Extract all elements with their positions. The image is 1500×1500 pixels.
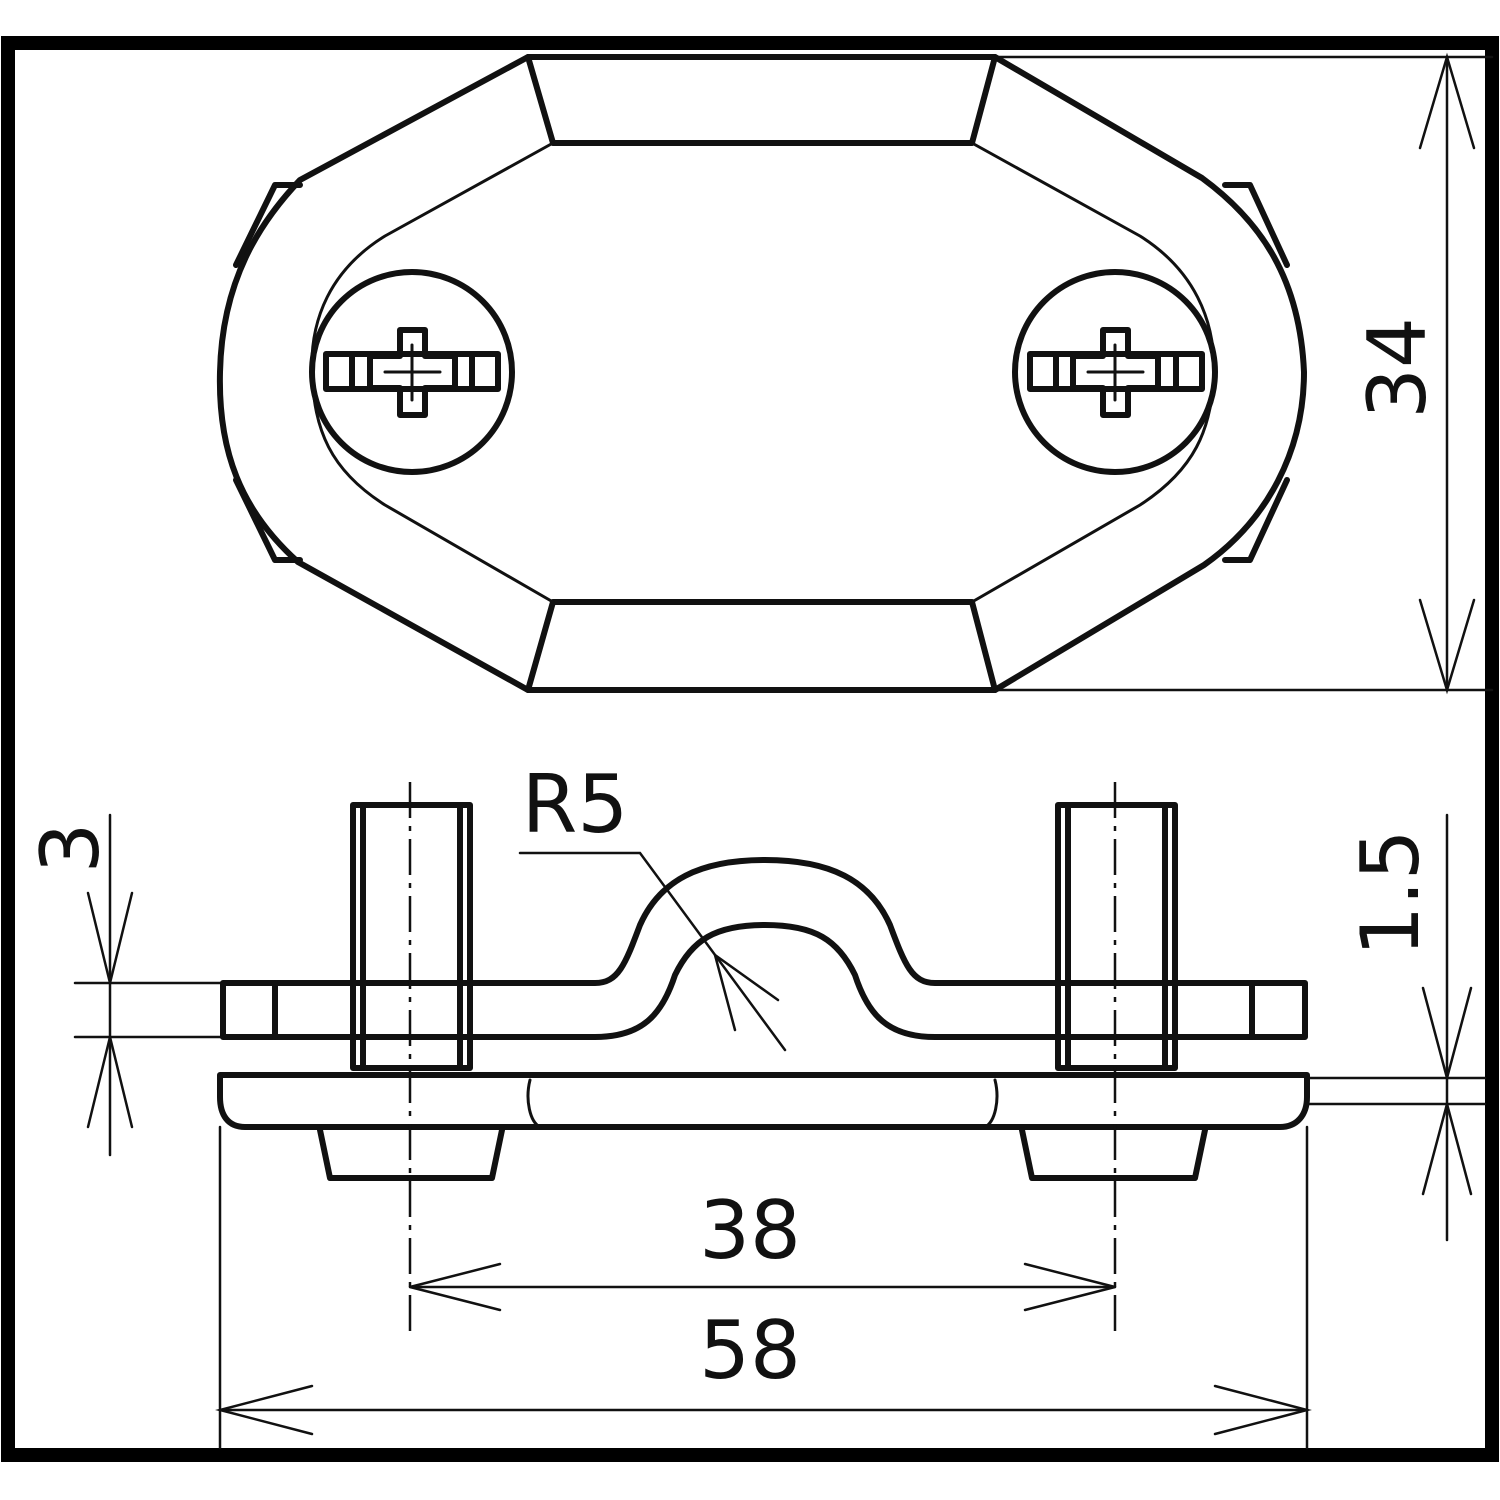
bottom-flat [525, 599, 998, 693]
inner-outline [310, 141, 1216, 604]
left-screw [309, 269, 515, 475]
plate-label: 1.5 [1344, 829, 1437, 956]
radius-arrow-icon [712, 951, 780, 1032]
arrow-down-icon [1418, 598, 1476, 695]
arrow-down-icon [1421, 986, 1473, 1083]
radius-label: R5 [522, 758, 628, 851]
bridge-strip [220, 857, 1308, 1040]
dimension-plate: 1.5 [1305, 813, 1487, 1242]
radius-leader [518, 851, 787, 1052]
arrow-up-icon [1418, 52, 1476, 150]
arrow-up-icon [86, 1036, 134, 1129]
thickness-label: 3 [24, 823, 117, 874]
left-screw-head [309, 269, 515, 475]
left-tab [233, 182, 303, 563]
right-screw [1012, 269, 1218, 475]
right-screw-shank [1055, 802, 1178, 1071]
arrow-right-icon [1023, 1262, 1116, 1312]
dimension-hole-spacing: 38 [408, 1184, 1117, 1312]
base-plate-groove [526, 1078, 999, 1129]
top-flat [525, 54, 998, 146]
arrow-down-icon [86, 891, 134, 984]
phillips-screw-icon [1070, 327, 1161, 418]
dimension-overall-length: 58 [215, 1125, 1312, 1450]
arrow-right-icon [1213, 1384, 1312, 1436]
height-label: 34 [1351, 317, 1444, 419]
dimension-height: 34 [993, 52, 1494, 695]
dimension-radius: R5 [518, 758, 787, 1052]
base-plate [217, 1072, 1310, 1130]
hole-spacing-label: 38 [699, 1184, 801, 1277]
overall-length-label: 58 [699, 1304, 801, 1397]
top-view: 34 [216, 52, 1494, 695]
arrow-left-icon [215, 1384, 314, 1436]
drawing-frame [1, 36, 1499, 1462]
left-nut [317, 1127, 505, 1181]
side-view: R5 3 1.5 38 [24, 758, 1487, 1450]
phillips-screw-icon [367, 327, 458, 418]
right-screw-cross [1086, 343, 1145, 402]
arrow-up-icon [1421, 1099, 1473, 1196]
right-nut [1019, 1127, 1208, 1181]
clamp-outline [216, 54, 1307, 693]
right-tab [1222, 182, 1290, 563]
left-screw-cross [383, 343, 442, 402]
right-screw-head [1012, 269, 1218, 475]
left-screw-shank [350, 802, 473, 1071]
arrow-left-icon [409, 1262, 502, 1312]
dimension-thickness: 3 [24, 813, 225, 1157]
